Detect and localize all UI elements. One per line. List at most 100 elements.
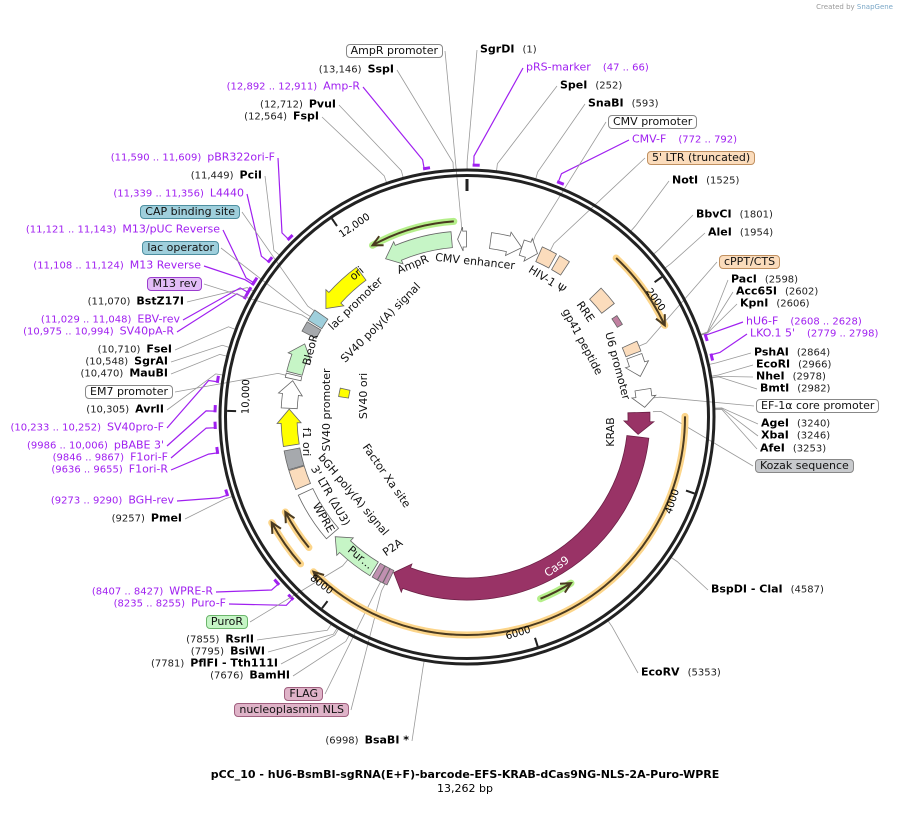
primer-label[interactable]: (11,108 .. 11,124)M13 Reverse <box>33 259 201 273</box>
restriction-site-label[interactable]: AfeI(3253) <box>760 442 826 456</box>
restriction-site-label[interactable]: (7781)PflFI - Tth111I <box>151 657 278 671</box>
feature-3-ltr-u3[interactable] <box>288 465 312 491</box>
feature-f1-ori[interactable] <box>276 408 302 447</box>
restriction-site-label[interactable]: SpeI(252) <box>560 79 622 93</box>
feature-u6-promoter[interactable] <box>624 352 650 377</box>
feature-krab[interactable] <box>622 411 656 435</box>
restriction-site-label[interactable]: (6998)BsaBI * <box>325 734 409 748</box>
orf-line[interactable] <box>372 220 454 247</box>
feature-label-box[interactable]: cPPT/CTS <box>719 255 781 269</box>
tick-label: 6000 <box>505 624 533 642</box>
restriction-site-label[interactable]: (10,710)FseI <box>98 343 172 357</box>
primer-label[interactable]: (10,233 .. 10,252)SV40pro-F <box>11 421 165 435</box>
restriction-site-label[interactable]: (12,712)PvuI <box>260 98 336 112</box>
primer-label[interactable]: (11,590 .. 11,609)pBR322ori-F <box>111 151 275 165</box>
orf-line[interactable] <box>615 257 666 326</box>
feature-rre[interactable] <box>589 287 615 314</box>
feature-cmv-promoter[interactable] <box>518 237 538 262</box>
restriction-site-label[interactable]: XbaI(3246) <box>761 429 830 443</box>
restriction-site-label[interactable]: NotI(1525) <box>672 174 739 188</box>
restriction-site-label[interactable]: SnaBI(593) <box>588 97 659 111</box>
restriction-site-label[interactable]: (11,070)BstZ17I <box>88 295 184 309</box>
restriction-site-label[interactable]: (7676)BamHI <box>210 669 290 683</box>
feature-label-box[interactable]: CMV promoter <box>608 115 698 129</box>
feature-ampr-promoter[interactable] <box>457 226 467 252</box>
feature-label-box[interactable]: M13 rev <box>147 277 202 291</box>
primer-label[interactable]: (8235 .. 8255)Puro-F <box>114 597 226 611</box>
restriction-site-label[interactable]: Acc65I(2602) <box>736 285 818 299</box>
primer-label[interactable]: hU6-F(2608 .. 2628) <box>746 315 862 329</box>
primer-label[interactable]: (9273 .. 9290)BGH-rev <box>51 494 174 508</box>
primer-label[interactable]: (9986 .. 10,006)pBABE 3' <box>27 439 164 453</box>
feature-label-box[interactable]: nucleoplasmin NLS <box>234 703 349 717</box>
restriction-site-label[interactable]: AleI(1954) <box>708 226 773 240</box>
restriction-site-label[interactable]: BmtI(2982) <box>760 382 830 396</box>
restriction-site-label[interactable]: (10,470)MauBI <box>81 367 168 381</box>
primer-label[interactable]: CMV-F(772 .. 792) <box>632 133 737 147</box>
feature-ampr[interactable] <box>385 231 453 265</box>
orf-line[interactable] <box>312 416 687 637</box>
restriction-site-label[interactable]: AgeI(3240) <box>761 417 830 431</box>
primer-label[interactable]: (11,029 .. 11,048)EBV-rev <box>41 313 180 327</box>
restriction-site-label[interactable]: PacI(2598) <box>731 273 798 287</box>
restriction-site-label[interactable]: (12,564)FspI <box>244 110 319 124</box>
primer-range: (11,339 .. 11,356) <box>113 188 204 200</box>
feature-cppt-cts[interactable] <box>621 340 642 358</box>
feature-label-box[interactable]: lac operator <box>142 241 219 255</box>
feature-ori[interactable] <box>325 266 367 309</box>
primer-label[interactable]: (11,339 .. 11,356)L4440 <box>113 187 244 201</box>
primer-label[interactable]: (12,892 .. 12,911)Amp-R <box>227 80 360 94</box>
restriction-site-label[interactable]: EcoRV(5353) <box>641 666 721 680</box>
feature-puror[interactable] <box>334 536 379 577</box>
restriction-site-label[interactable]: (10,305)AvrII <box>86 403 164 417</box>
restriction-site-label[interactable]: KpnI(2606) <box>740 297 810 311</box>
primer-label[interactable]: pRS-marker(47 .. 66) <box>526 61 649 75</box>
feature-gp41-peptide[interactable] <box>611 315 623 328</box>
feature-hiv-1[interactable] <box>551 255 570 276</box>
restriction-site-label[interactable]: (10,548)SgrAI <box>85 355 168 369</box>
primer-range: (2779 .. 2798) <box>806 328 879 340</box>
feature-lac-promoter[interactable] <box>307 309 329 330</box>
restriction-site-label[interactable]: (7855)RsrII <box>186 633 254 647</box>
feature-cmv-enhancer[interactable] <box>489 231 523 257</box>
feature-box-text: 5' LTR (truncated) <box>652 151 751 164</box>
restriction-site-label[interactable]: EcoRI(2966) <box>756 358 831 372</box>
primer-label[interactable]: (9846 .. 9867)F1ori-F <box>53 451 168 465</box>
restriction-site-label[interactable]: NheI(2978) <box>756 370 826 384</box>
primer-label[interactable]: (10,975 .. 10,994)SV40pA-R <box>23 325 174 339</box>
feature-label-box[interactable]: 5' LTR (truncated) <box>647 151 756 165</box>
leader-line <box>170 452 217 471</box>
feature-label-box[interactable]: PuroR <box>205 615 248 629</box>
feature-sv40-ori[interactable] <box>338 387 351 399</box>
feature-ef-1-core-promoter[interactable] <box>630 387 657 408</box>
feature-p2a[interactable] <box>371 562 386 581</box>
restriction-site-label[interactable]: (9257)PmeI <box>112 512 182 526</box>
restriction-site-label[interactable]: BspDI - ClaI(4587) <box>711 583 824 597</box>
primer-label[interactable]: (9636 .. 9655)F1ori-R <box>51 463 168 477</box>
primer-label[interactable]: (8407 .. 8427)WPRE-R <box>92 585 213 599</box>
feature-em7-promoter[interactable] <box>284 372 303 382</box>
restriction-site-label[interactable]: SgrDI(1) <box>480 43 537 57</box>
restriction-site-label[interactable]: (7795)BsiWI <box>191 645 265 659</box>
feature-bgh-poly-a-signal[interactable] <box>283 447 305 471</box>
feature-box-text: PuroR <box>210 615 243 628</box>
restriction-site-label[interactable]: (11,449)PciI <box>191 169 262 183</box>
feature-wpre[interactable] <box>297 487 340 540</box>
feature-label-box[interactable]: FLAG <box>284 687 323 701</box>
feature-5-ltr-truncated[interactable] <box>535 246 558 269</box>
feature-cas9[interactable] <box>393 435 650 601</box>
feature-label-box[interactable]: EM7 promoter <box>85 385 173 399</box>
feature-label-box[interactable]: Kozak sequence <box>755 459 854 473</box>
restriction-site-label[interactable]: (13,146)SspI <box>319 63 394 77</box>
feature-sv40-promoter[interactable] <box>277 380 304 410</box>
primer-label[interactable]: LKO.1 5'(2779 .. 2798) <box>750 327 879 341</box>
feature-bleor[interactable] <box>286 343 312 376</box>
feature-sv40-poly-a-signal[interactable] <box>301 321 322 340</box>
feature-label-box[interactable]: CAP binding site <box>140 205 240 219</box>
tick-mark <box>685 489 695 495</box>
restriction-site-label[interactable]: BbvCI(1801) <box>696 208 773 222</box>
restriction-site-label[interactable]: PshAI(2864) <box>754 346 830 360</box>
feature-label-box[interactable]: AmpR promoter <box>345 44 443 58</box>
feature-label-box[interactable]: EF-1α core promoter <box>756 399 880 413</box>
primer-label[interactable]: (11,121 .. 11,143)M13/pUC Reverse <box>26 223 220 237</box>
